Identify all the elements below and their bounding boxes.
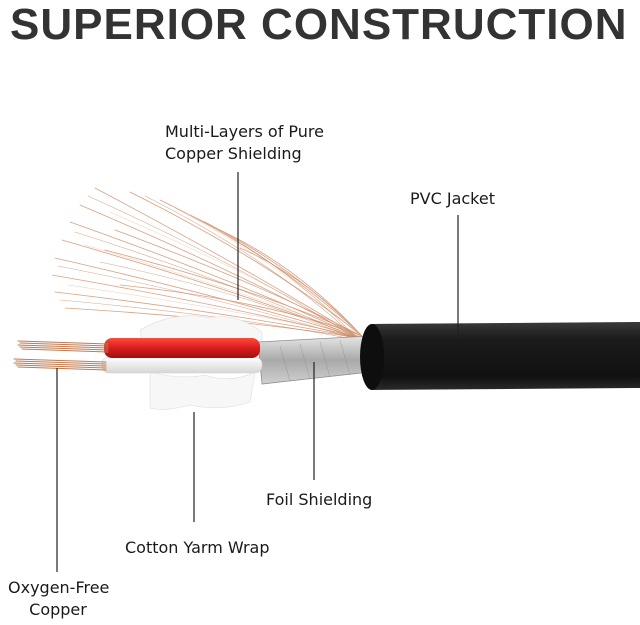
white-insulated-wire: [101, 356, 263, 374]
page-title: SUPERIOR CONSTRUCTION: [10, 0, 628, 49]
label-foil-shielding: Foil Shielding: [266, 490, 373, 509]
label-pvc-jacket: PVC Jacket: [410, 189, 495, 208]
label-oxygen-free-copper-line2: Copper: [29, 600, 87, 619]
pvc-jacket: [365, 322, 640, 390]
label-cotton-wrap: Cotton Yarm Wrap: [125, 538, 270, 557]
label-copper-shielding: Multi-Layers of Pure Copper Shielding: [165, 121, 324, 165]
label-copper-shielding-line2: Copper Shielding: [165, 144, 302, 163]
bare-copper-conductors: [13, 340, 109, 371]
label-copper-shielding-line1: Multi-Layers of Pure: [165, 122, 324, 141]
label-oxygen-free-copper-line1: Oxygen-Free: [8, 578, 110, 597]
leader-lines: [56, 172, 459, 572]
label-oxygen-free-copper: Oxygen-Free Copper: [8, 577, 110, 621]
copper-braid-strands: [51, 187, 363, 341]
red-insulated-wire: [104, 338, 260, 358]
